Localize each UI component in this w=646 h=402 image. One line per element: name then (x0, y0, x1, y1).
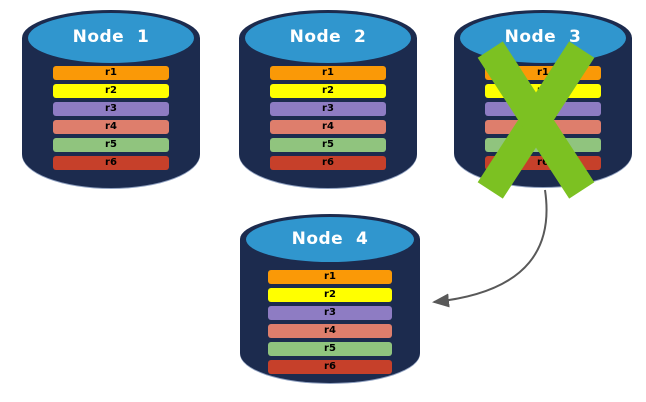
node-2: Node 2 r1 r2 r3 r4 r5 r6 (239, 10, 417, 188)
replica-row-r2: r2 (268, 288, 392, 302)
node-1-title: Node 1 (72, 27, 150, 47)
replica-row-r4: r4 (270, 120, 386, 134)
node-1: Node 1 r1 r2 r3 r4 r5 r6 (22, 10, 200, 188)
node-1-rows: r1 r2 r3 r4 r5 r6 (53, 66, 169, 174)
replica-row-r4: r4 (53, 120, 169, 134)
replica-row-r6: r6 (268, 360, 392, 374)
node-2-title: Node 2 (289, 27, 367, 47)
row-label: r6 (105, 157, 117, 168)
row-label: r4 (324, 325, 336, 336)
replica-row-r1: r1 (270, 66, 386, 80)
row-label: r2 (322, 85, 334, 96)
row-label: r4 (322, 121, 334, 132)
replica-row-r4: r4 (268, 324, 392, 338)
row-label: r1 (322, 67, 334, 78)
row-label: r6 (324, 361, 336, 372)
replica-row-r3: r3 (270, 102, 386, 116)
row-label: r6 (322, 157, 334, 168)
node-3-title: Node 3 (504, 27, 582, 47)
replica-row-r1: r1 (268, 270, 392, 284)
replica-row-r5: r5 (268, 342, 392, 356)
replica-row-r5: r5 (53, 138, 169, 152)
node-4: Node 4 r1 r2 r3 r4 r5 r6 (240, 214, 420, 383)
replica-row-r2: r2 (270, 84, 386, 98)
row-label: r3 (105, 103, 117, 114)
node-2-rows: r1 r2 r3 r4 r5 r6 (270, 66, 386, 174)
row-label: r2 (324, 289, 336, 300)
arrow-curve (432, 189, 548, 308)
node-4-title: Node 4 (291, 229, 369, 249)
row-label: r3 (324, 307, 336, 318)
replica-row-r6: r6 (53, 156, 169, 170)
replica-row-r3: r3 (53, 102, 169, 116)
row-label: r1 (537, 67, 549, 78)
row-label: r6 (537, 157, 549, 168)
node-4-rows: r1 r2 r3 r4 r5 r6 (268, 270, 392, 378)
replica-row-r5: r5 (270, 138, 386, 152)
row-label: r3 (322, 103, 334, 114)
node-4-cylinder-top (246, 217, 414, 262)
node-2-cylinder-top (245, 13, 411, 63)
replica-row-r1: r1 (53, 66, 169, 80)
row-label: r4 (105, 121, 117, 132)
replica-row-r2: r2 (53, 84, 169, 98)
row-label: r2 (105, 85, 117, 96)
replica-row-r6: r6 (270, 156, 386, 170)
replica-row-r3: r3 (268, 306, 392, 320)
node-1-cylinder-top (28, 13, 194, 63)
row-label: r5 (324, 343, 336, 354)
node-3: Node 3 r1 r2 r3 r4 r5 r6 (454, 10, 632, 199)
row-label: r5 (105, 139, 117, 150)
row-label: r1 (105, 67, 117, 78)
row-label: r1 (324, 271, 336, 282)
failure-x-icon (477, 41, 595, 199)
row-label: r5 (322, 139, 334, 150)
